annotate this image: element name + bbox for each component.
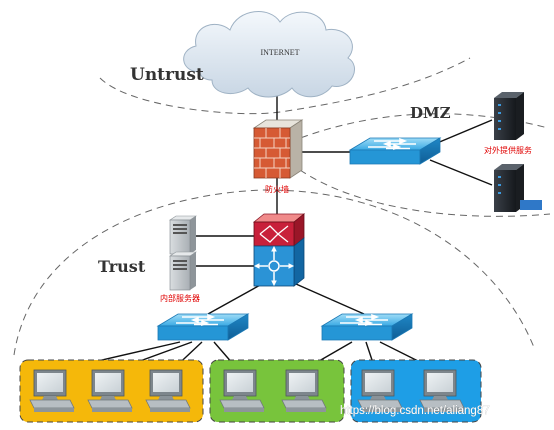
- zone-boundaries: [13, 57, 551, 356]
- server-icon: [494, 164, 542, 212]
- switch-icon: [321, 313, 413, 341]
- internet-cloud: INTERNET: [183, 11, 355, 98]
- firewall: 防火墙: [252, 119, 304, 194]
- dmz-boundary-bottom: [299, 169, 551, 217]
- dmz-server-1: [494, 92, 524, 140]
- core-switch-icon: [252, 213, 306, 287]
- dmz-switch: [349, 137, 441, 165]
- cloud-icon: [183, 11, 355, 98]
- link-core-access1: [207, 283, 263, 315]
- dmz-server-2: [494, 164, 542, 212]
- external-server-label: 对外提供服务: [484, 145, 532, 155]
- internal-server-1: [169, 215, 197, 255]
- core-switch: [252, 213, 306, 287]
- watermark: https://blog.csdn.net/aliang87: [340, 405, 490, 417]
- untrust-boundary: [99, 57, 471, 115]
- switch-icon: [157, 313, 249, 341]
- trust-label: Trust: [98, 257, 146, 276]
- tower-server-icon: [169, 251, 197, 291]
- link-dmz-switch-server2: [429, 159, 493, 186]
- switch-icon: [349, 137, 441, 165]
- trust-boundary: [13, 189, 536, 356]
- internal-server-label: 内部服务器: [160, 293, 200, 303]
- internet-label: INTERNET: [260, 48, 299, 57]
- firewall-label: 防火墙: [265, 184, 289, 194]
- access-switch-1: [157, 313, 249, 341]
- server-icon: [494, 92, 524, 140]
- firewall-icon: [252, 119, 304, 179]
- tower-server-icon: [169, 215, 197, 255]
- untrust-label: Untrust: [130, 65, 204, 85]
- dmz-label: DMZ: [410, 104, 451, 122]
- access-switch-2: [321, 313, 413, 341]
- internal-server-2: [169, 251, 197, 291]
- link-core-access2: [295, 283, 365, 315]
